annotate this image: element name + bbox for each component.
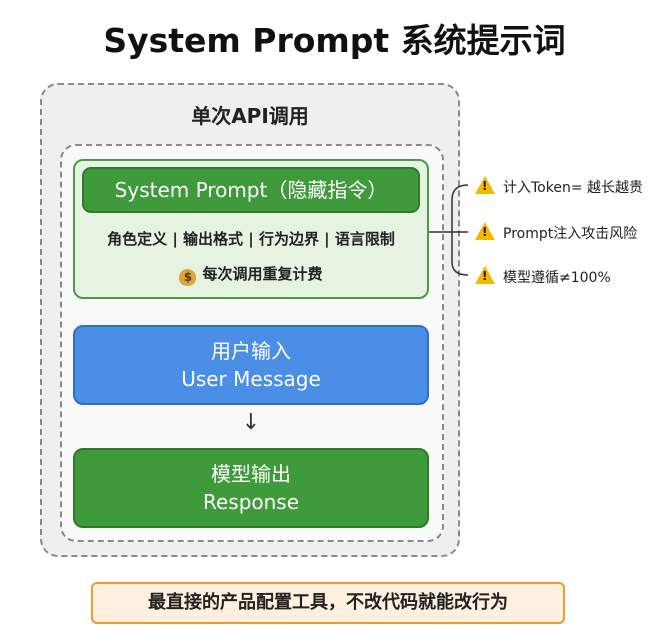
warning-item: 计入Token= 越长越贵 [475,176,643,197]
warning-icon [475,266,495,284]
user-input-label-cn: 用户输入 [211,339,291,363]
response-label-cn: 模型输出 [211,462,291,486]
warning-text: 模型遵循≠100% [503,270,611,286]
user-input-label-en: User Message [181,367,321,391]
response-box: 模型输出 Response [73,448,429,528]
system-prompt-cost: $ 每次调用重复计费 [73,263,429,286]
warning-text: Prompt注入攻击风险 [503,226,638,242]
down-arrow-icon: ↓ [241,410,261,435]
cost-text: 每次调用重复计费 [202,265,323,283]
warning-icon [475,222,495,240]
page-title: System Prompt 系统提示词 [103,21,566,60]
money-bag-icon: $ [179,269,197,286]
footer-callout: 最直接的产品配置工具，不改代码就能改行为 [91,582,565,624]
response-label-en: Response [202,490,300,514]
warning-icon [475,176,495,194]
warning-text: 计入Token= 越长越贵 [503,180,644,196]
system-prompt-items: 角色定义 | 输出格式 | 行为边界 | 语言限制 [107,230,395,248]
api-call-label: 单次API调用 [191,104,309,128]
system-prompt-header: System Prompt（隐藏指令） [82,167,420,213]
warning-item: 模型遵循≠100% [475,266,611,287]
warning-item: Prompt注入攻击风险 [475,222,637,243]
user-input-box: 用户输入 User Message [73,325,429,405]
